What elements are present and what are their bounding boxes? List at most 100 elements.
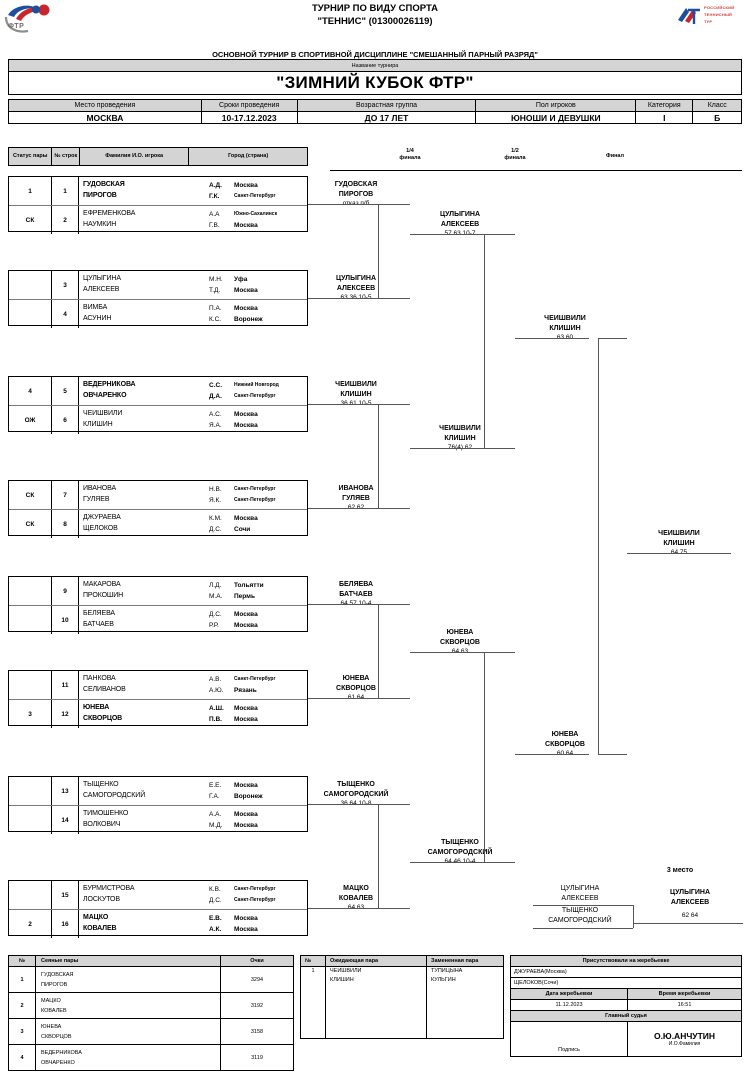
draw-time-header: Время жеребьевки — [627, 988, 742, 1000]
pair-line-no: 7 — [52, 481, 79, 509]
pair-status: ОЖ — [9, 406, 52, 434]
chief-referee-name: О.Ю.АНЧУТИН — [653, 1031, 716, 1041]
player-city-1: Москва — [234, 704, 258, 712]
player-city-1: Нижний Новгород — [234, 381, 279, 388]
player-surname-1: ПАНКОВА — [83, 675, 116, 682]
venue-value-3: ЮНОШИ И ДЕВУШКИ — [475, 111, 637, 124]
player-city-2: Санкт-Петербург — [234, 392, 276, 399]
replaced-surname-1: ТУПИЦЫНА — [431, 968, 463, 974]
player-city-1: Москва — [234, 410, 258, 418]
pair-line-no: 9 — [52, 577, 79, 605]
bracket-line — [515, 754, 589, 755]
bracket-line — [308, 908, 378, 909]
player-initials-1: Е.Е. — [209, 781, 222, 789]
player-initials-1: М.Н. — [209, 275, 223, 283]
pair-line-no: 2 — [52, 206, 79, 234]
seeded-points: 3192 — [220, 992, 294, 1019]
bracket-line — [410, 652, 484, 653]
pair-status: СК — [9, 481, 52, 509]
chief-referee-caption: И.О.Фамилия — [668, 1041, 701, 1047]
pair-status: 4 — [9, 377, 52, 405]
venue-header-0: Место проведения — [8, 99, 202, 112]
winner-surname-1: ЧЕИШВИЛИ — [335, 381, 377, 388]
seeded-rank: 1 — [8, 966, 36, 993]
player-city-2: Москва — [234, 621, 258, 629]
player-surname-2: ПРОКОШИН — [83, 592, 124, 599]
match-score-r2-6: 61 64 — [308, 694, 404, 701]
third-entrant-b2: САМОГОРОДСКИЙ — [548, 917, 612, 924]
match-score-r2-1: отказ п/б — [308, 200, 404, 207]
player-city-1: Москва — [234, 304, 258, 312]
draw-time-value: 16:51 — [627, 999, 742, 1011]
third-winner-score: 62 64 — [681, 912, 699, 919]
pair-line-no: 13 — [52, 777, 79, 805]
pair-status — [9, 806, 52, 834]
player-initials-2: Д.С. — [209, 896, 222, 904]
bracket-line — [308, 298, 378, 299]
match-score-final: 64 75 — [627, 549, 731, 556]
pair-line-no: 12 — [52, 700, 79, 728]
player-initials-1: Д.С. — [209, 610, 222, 618]
player-initials-1: Л.Д. — [209, 581, 222, 589]
chief-referee-header: Главный судья — [510, 1010, 742, 1022]
player-city-2: Воронеж — [234, 792, 263, 800]
seeded-surname-1: ЮНЕВА — [41, 1023, 62, 1030]
player-surname-1: БЕЛЯЕВА — [83, 610, 115, 617]
bracket-line — [308, 508, 378, 509]
pair-status: 3 — [9, 700, 52, 728]
player-city-1: Санкт-Петербург — [234, 675, 276, 682]
bracket-line — [410, 862, 484, 863]
venue-header-4: Категория — [635, 99, 694, 112]
player-initials-2: Т.Д. — [209, 286, 221, 294]
bracket-line — [378, 804, 379, 908]
winner-surname-2: САМОГОРОДСКИЙ — [427, 848, 493, 856]
winner-surname-1: ТЫЩЕНКО — [337, 781, 375, 788]
bracket-line — [484, 862, 515, 863]
player-surname-2: СЕЛИВАНОВ — [83, 686, 126, 693]
match-score-r2-5: 64 57 10-4 — [308, 600, 404, 607]
pair-line-no: 6 — [52, 406, 79, 434]
tournament-name-table: Название турнира "ЗИМНИЙ КУБОК ФТР" — [8, 59, 742, 95]
player-initials-1: А.В. — [209, 675, 222, 683]
player-city-1: Санкт-Петербург — [234, 885, 276, 892]
player-initials-2: А.К. — [209, 925, 222, 933]
venue-value-2: ДО 17 ЛЕТ — [296, 111, 477, 124]
player-initials-2: Г.К. — [209, 192, 220, 200]
player-city-2: Москва — [234, 421, 258, 429]
venue-value-0: МОСКВА — [8, 111, 202, 124]
bracket-line — [378, 204, 379, 298]
winner-surname-2: КЛИШИН — [663, 539, 695, 547]
player-initials-2: М.А. — [209, 592, 223, 600]
player-initials-2: Г.В. — [209, 221, 220, 229]
player-surname-2: СКВОРЦОВ — [83, 715, 123, 722]
winner-surname-1: МАЦКО — [343, 885, 369, 892]
round-headers: 1/4 финала 1/2 финала Финал — [330, 148, 742, 170]
winner-surname-2: ПИРОГОВ — [338, 190, 374, 198]
player-initials-1: К.М. — [209, 514, 222, 522]
rtt-logo-line1: РОССИЙСКИЙ — [704, 5, 735, 10]
player-surname-1: ЕФРЕМЕНКОВА — [83, 210, 136, 217]
player-initials-2: П.В. — [209, 715, 222, 723]
waiting-header-0: № — [300, 955, 326, 967]
player-surname-2: НАУМКИН — [83, 221, 117, 228]
